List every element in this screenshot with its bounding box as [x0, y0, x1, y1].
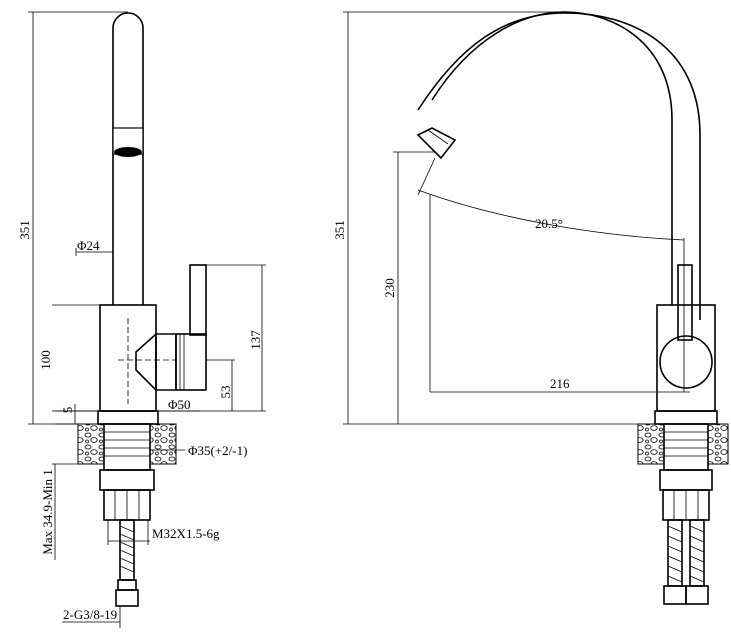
left-view: [28, 11, 266, 628]
handle-offset: 53: [218, 386, 233, 399]
counter-thickness: Max 34.9-Min 1: [40, 469, 55, 555]
faucet-body: [52, 264, 207, 412]
body-height: 100: [38, 350, 53, 370]
hose-connection: 2-G3/8-19: [63, 607, 117, 622]
left-overall-height: 351: [17, 220, 32, 240]
right-overall-height: 351: [332, 220, 347, 240]
base-height: 5: [60, 407, 75, 414]
spout-angle: 20.5°: [535, 216, 563, 231]
handle-height: 137: [248, 330, 263, 350]
thread-spec: M32X1.5-6g: [152, 526, 220, 541]
braided-hose: [115, 519, 139, 607]
mount-hole-diameter: Φ35(+2/-1): [188, 443, 247, 458]
base-diameter: Φ50: [168, 397, 191, 412]
spout-reach: 216: [550, 376, 570, 391]
spout-clearance: 230: [382, 278, 397, 298]
arched-spout: [416, 11, 701, 320]
spout-tube: [112, 12, 144, 305]
right-view: [343, 11, 729, 605]
spout-diameter: Φ24: [77, 238, 100, 253]
